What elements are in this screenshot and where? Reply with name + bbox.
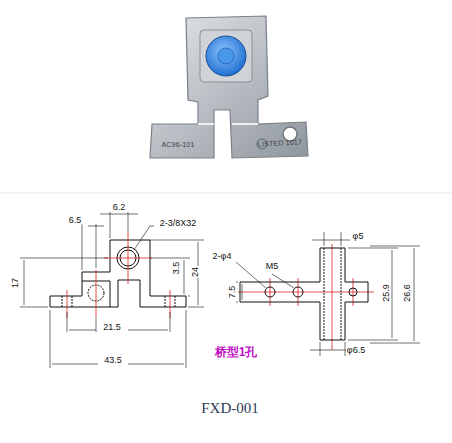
bracket-photo (150, 16, 308, 158)
thread-callout: 2-3/8X32 (159, 219, 198, 228)
separator (0, 193, 452, 194)
dimension: 43.5 (103, 356, 123, 365)
thread-callout: M5 (265, 262, 280, 271)
center-lines (67, 232, 374, 350)
dimension: 26.6 (403, 283, 412, 303)
dimension: 7.5 (228, 285, 237, 300)
dimension: 3.5 (172, 261, 181, 276)
dimension: 25.9 (382, 283, 391, 303)
dimension: 17 (11, 277, 20, 289)
dimension: 24 (191, 266, 200, 278)
dimension: 6.2 (112, 203, 127, 212)
dimension-lines (236, 232, 420, 356)
engraved-text: AC96-101 (160, 141, 195, 148)
dimension: φ5 (352, 232, 365, 241)
model-note: 桥型1孔 (214, 346, 259, 358)
hole-callout: 2-φ4 (212, 252, 233, 261)
caption: FXD-001 (201, 400, 259, 417)
dimension: 21.5 (102, 323, 122, 332)
side-view (240, 248, 368, 340)
front-view (50, 240, 186, 307)
dimension-lines (20, 212, 204, 368)
dimension: φ6.5 (346, 346, 366, 355)
dimension: 6.5 (68, 216, 83, 225)
